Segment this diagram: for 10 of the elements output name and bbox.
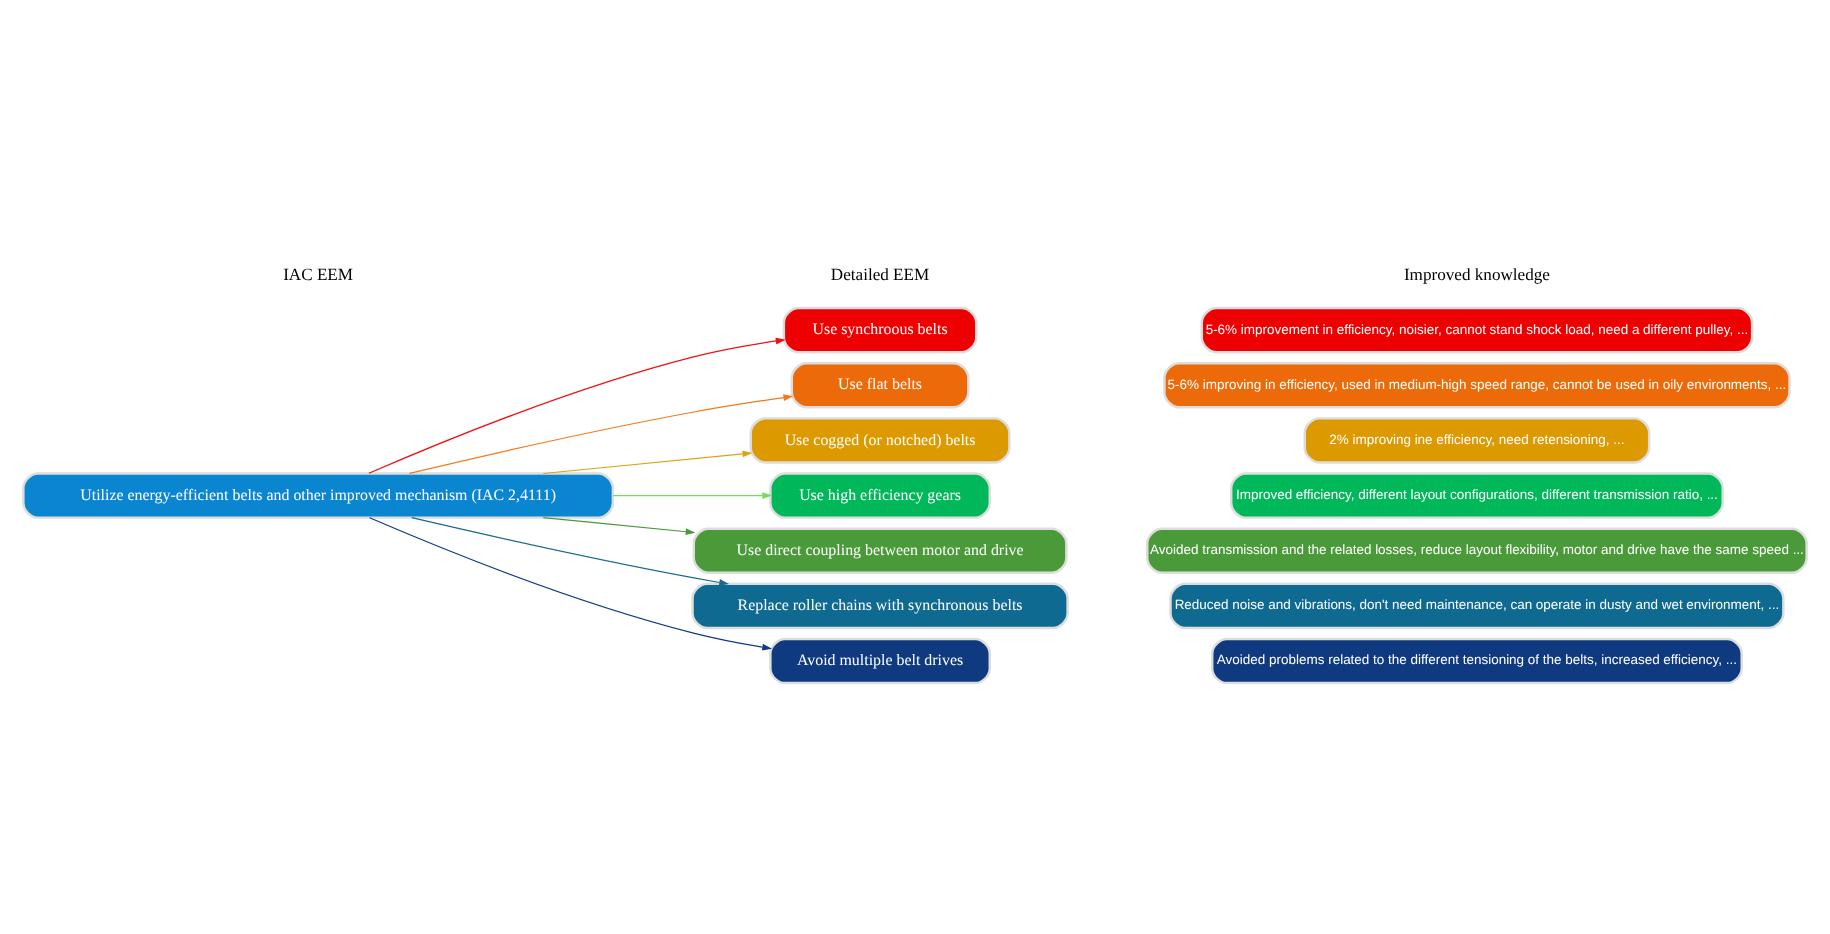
- arrow: [368, 336, 786, 473]
- label: IAC EEM: [283, 262, 354, 283]
- arrow: [369, 516, 773, 650]
- label: Detailed EEM: [830, 262, 930, 283]
- arrow: [542, 516, 696, 535]
- arrow: [408, 393, 794, 474]
- arrow: [542, 449, 753, 474]
- arrow: [411, 516, 730, 585]
- label: Improved knowledge: [1403, 262, 1550, 283]
- arrow: [612, 491, 773, 498]
